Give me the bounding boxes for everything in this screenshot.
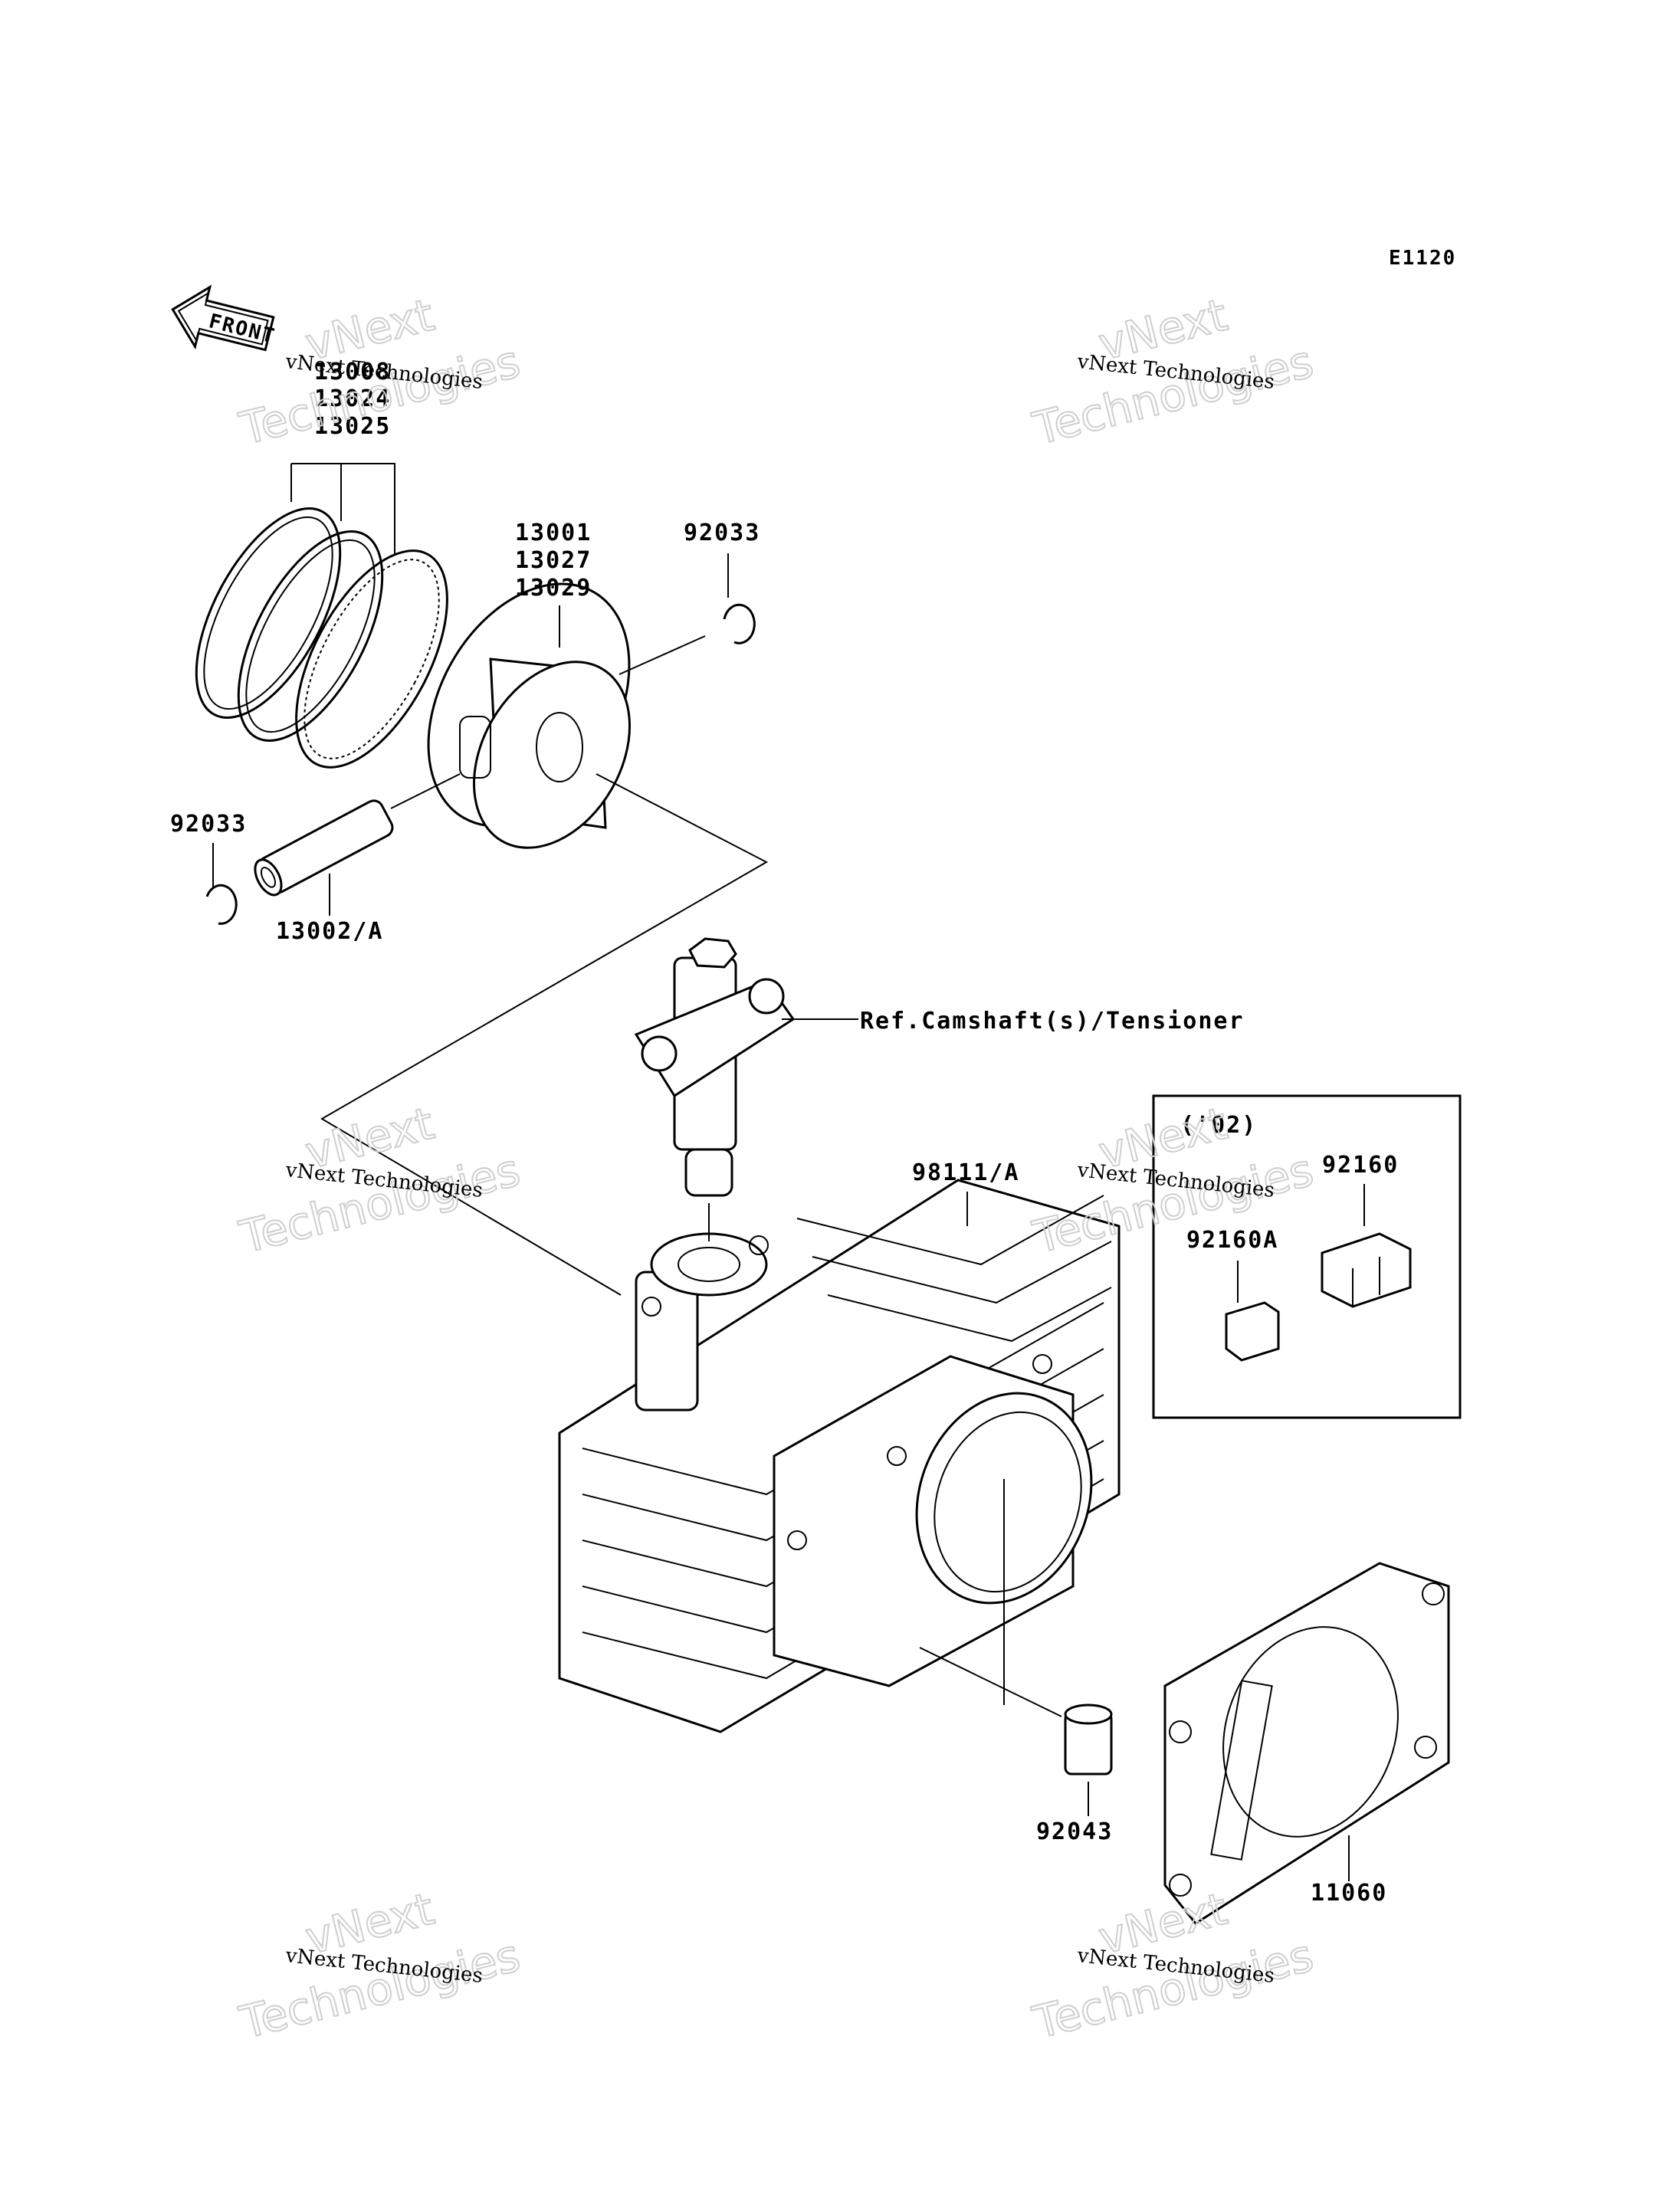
ring-part-1: 13008: [314, 359, 391, 385]
watermark-2: vNext Technologies vNext Technologies: [1027, 288, 1319, 456]
piston-part-1: 13001: [515, 520, 592, 546]
piston-part-2: 13027: [515, 547, 592, 574]
dowel-part: 92043: [1036, 1818, 1113, 1845]
piston-part-3: 13029: [515, 575, 592, 602]
damper-small-part: 92160A: [1186, 1227, 1278, 1254]
cylinder-part: 98111/A: [912, 1159, 1019, 1186]
watermark-6: vNext Technologies vNext Technologies: [1027, 1882, 1319, 2050]
ring-part-2: 13024: [314, 385, 391, 412]
watermark-5: vNext Technologies vNext Technologies: [234, 1882, 526, 2050]
reference-outline: [320, 773, 769, 1296]
circlip-top: [723, 603, 756, 644]
gasket-part: 11060: [1311, 1880, 1387, 1907]
dowel-pin: [919, 1479, 1113, 1776]
diagram-code: E1120: [1389, 247, 1456, 270]
clip-left-part: 92033: [170, 811, 247, 838]
piston-pin: [254, 799, 394, 897]
inset-box: ('02) 92160 92160A: [1152, 1094, 1462, 1419]
inset-header: ('02): [1180, 1112, 1257, 1139]
pin-part: 13002/A: [276, 918, 383, 945]
cam-chain-tensioner: [634, 937, 858, 1197]
piston-rings: [195, 463, 448, 769]
front-arrow-icon: FRONT: [171, 284, 277, 352]
damper-part: 92160: [1322, 1152, 1399, 1179]
cylinder: [558, 1179, 1121, 1733]
clip-top-part: 92033: [684, 520, 760, 546]
tensioner-ref: Ref.Camshaft(s)/Tensioner: [860, 1008, 1245, 1035]
piston: [427, 582, 631, 849]
circlip-left: [205, 884, 238, 925]
cylinder-gasket: [1163, 1562, 1450, 1925]
ring-part-3: 13025: [314, 413, 391, 440]
watermark-3: vNext Technologies vNext Technologies: [234, 1097, 526, 1264]
